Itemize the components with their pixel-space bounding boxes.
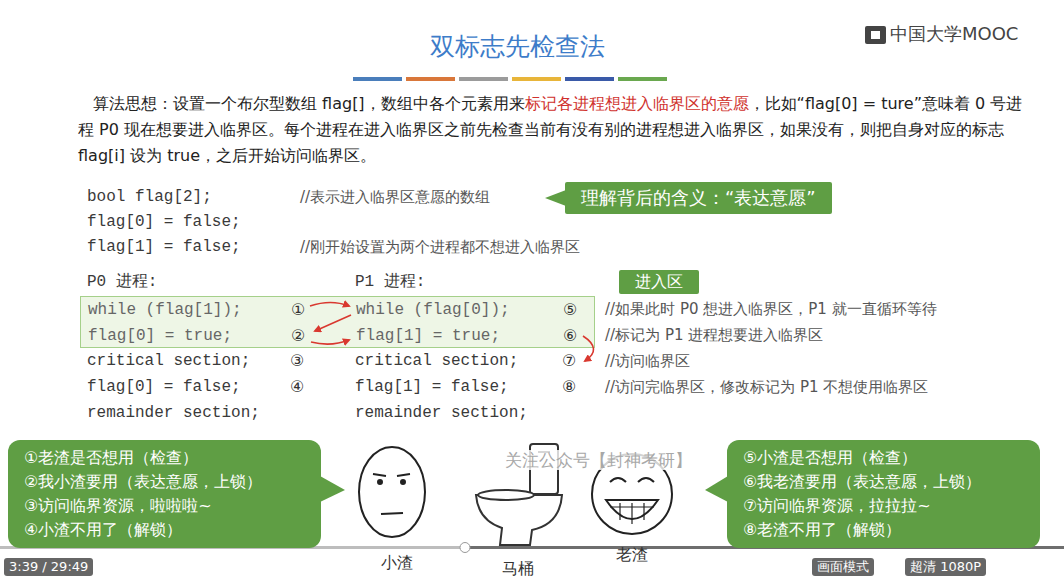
flow-arrow [311,340,349,344]
code-line: flag[1] = false; [87,237,241,257]
step-number: ① [291,300,305,320]
step-number: ⑥ [563,326,577,346]
step-number: ③ [290,351,304,371]
title-color-bar [353,77,667,81]
figure-caption: 小渣 [381,553,413,573]
code-line: remainder section; [355,403,528,423]
code-line: flag[0] = false; [87,212,241,232]
callout-text: 理解背后的含义：“表达意愿” [581,186,816,210]
code-line: flag[0] = false; [87,377,241,397]
figure-caption: 老渣 [616,545,648,565]
code-line: flag[1] = false; [355,377,509,397]
bubble-tail [320,476,345,502]
brow [373,474,410,476]
code-line: while (flag[1]); [88,300,242,320]
code-line: remainder section; [87,403,260,423]
code-line: while (flag[0]); [356,300,510,320]
entry-region: while (flag[1]); ① flag[0] = true; ② while (… [80,296,595,348]
bar-segment [459,77,508,81]
toilet-seat [478,490,534,500]
figure-caption: 马桶 [502,559,534,579]
toilet-bowl [476,495,562,545]
step-number: ⑤ [563,300,577,320]
section-tag: 进入区 [619,270,699,294]
bubble-line: ②我小渣要用（表达意愿，上锁） [24,470,305,494]
progress-thumb [460,543,470,553]
code-line: critical section; [355,351,518,371]
bubble-line: ⑦访问临界资源，拉拉拉~ [743,494,1024,518]
step-number: ② [291,326,305,346]
speech-bubble: ⑤小渣是否想用（检查）⑥我老渣要用（表达意愿，上锁）⑦访问临界资源，拉拉拉~⑧老… [727,440,1040,548]
bubble-line: ①老渣是否想用（检查） [24,446,305,470]
description-text: 标记各进程想进入临界区的意愿 [525,94,749,113]
step-number: ⑧ [562,377,576,397]
watermark: 关注公众号【封神考研】 [505,450,692,470]
code-comment: //如果此时 P0 想进入临界区，P1 就一直循环等待 [605,299,937,319]
step-number: ⑦ [562,351,576,371]
callout-text: 进入区 [635,272,683,293]
head-outline [359,447,425,537]
callout-box: 理解背后的含义：“表达意愿” [565,182,832,214]
logo-shape [871,31,880,39]
bubble-line: ⑧老渣不用了（解锁） [743,518,1024,542]
bar-segment [512,77,561,81]
bubble-line: ⑤小渣是否想用（检查） [743,446,1024,470]
step-number: ④ [290,377,304,397]
slide-title: 双标志先检查法 [430,32,605,62]
code-line: critical section; [87,351,250,371]
code-line: flag[0] = true; [88,326,232,346]
mouth [381,513,403,514]
flow-arrow [315,315,351,331]
logo-shape [865,26,886,44]
speech-bubble: ①老渣是否想用（检查）②我小渣要用（表达意愿，上锁）③访问临界资源，啦啦啦~④小… [8,440,321,548]
code-comment: //访问完临界区，修改标记为 P1 不想使用临界区 [605,377,928,397]
code-line: bool flag[2]; [87,187,212,207]
code-line: flag[1] = true; [356,326,500,346]
player-control: 超清 1080P [905,558,986,576]
description-paragraph: 算法思想：设置一个布尔型数组 flag[]，数组中各个元素用来标记各进程想进入临… [78,91,1026,169]
player-control: 画面模式 [812,558,874,576]
bar-segment [406,77,455,81]
bubble-line: ③访问临界资源，啦啦啦~ [24,494,305,518]
description-text: 算法思想：设置一个布尔型数组 flag[]，数组中各个元素用来 [93,94,525,113]
bar-segment [618,77,667,81]
process-heading: P1 进程: [355,272,425,292]
squint-eye [610,478,654,482]
callout-pointer [545,190,566,206]
process-heading: P0 进程: [87,272,157,292]
bubble-line: ④小渣不用了（解锁） [24,518,305,542]
code-comment: //表示进入临界区意愿的数组 [300,187,490,207]
video-time: 3:39 / 29:49 [4,558,93,576]
eye [378,480,382,484]
bar-segment [565,77,614,81]
eye [401,480,405,484]
logo-text: 中国大学MOOC [890,24,1018,44]
flow-arrow [310,303,349,307]
code-comment: //刚开始设置为两个进程都不想进入临界区 [300,237,580,257]
small-face-figure [359,447,425,537]
logo-icon [865,26,886,44]
bubble-tail [705,476,728,502]
code-comment: //访问临界区 [605,351,690,371]
bar-segment [353,77,402,81]
flow-arrow [583,336,594,361]
teeth [610,503,654,524]
code-comment: //标记为 P1 进程想要进入临界区 [605,325,823,345]
bubble-line: ⑥我老渣要用（表达意愿，上锁） [743,470,1024,494]
